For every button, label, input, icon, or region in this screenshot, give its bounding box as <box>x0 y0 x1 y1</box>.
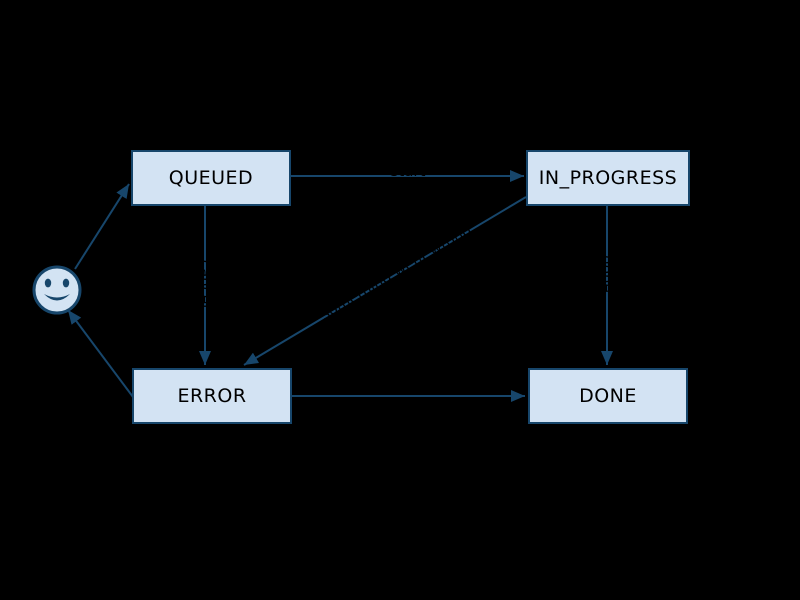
edge-user-to-queued <box>74 183 130 270</box>
node-in-progress-label: IN_PROGRESS <box>538 167 678 189</box>
node-done: DONE <box>528 368 688 424</box>
node-queued-label: QUEUED <box>168 167 254 189</box>
node-done-label: DONE <box>579 385 637 407</box>
node-queued: QUEUED <box>131 150 291 206</box>
node-error: ERROR <box>132 368 292 424</box>
edge-in-progress-to-error <box>243 196 527 366</box>
node-error-label: ERROR <box>177 385 247 407</box>
node-in-progress: IN_PROGRESS <box>526 150 690 206</box>
edge-error-to-user <box>67 309 134 398</box>
user-smiley-icon <box>32 265 82 315</box>
